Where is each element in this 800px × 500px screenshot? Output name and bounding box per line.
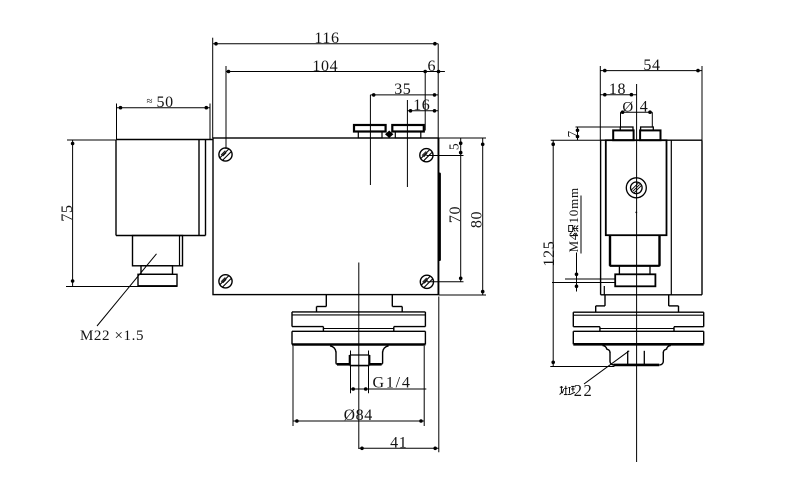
svg-text:4: 4 <box>640 98 648 115</box>
svg-text:41: 41 <box>390 435 407 452</box>
svg-text:18: 18 <box>609 81 626 98</box>
svg-text:22: 22 <box>574 381 594 400</box>
svg-text:70: 70 <box>447 206 464 223</box>
svg-text:104: 104 <box>312 58 338 75</box>
svg-text:Ø84: Ø84 <box>344 407 373 424</box>
svg-text:35: 35 <box>394 81 411 98</box>
svg-text:7: 7 <box>565 130 580 137</box>
svg-text:80: 80 <box>469 211 486 228</box>
svg-text:116: 116 <box>314 30 339 47</box>
svg-text:16: 16 <box>413 97 430 114</box>
svg-text:≈: ≈ <box>146 96 152 108</box>
svg-text:10mm: 10mm <box>566 187 581 223</box>
svg-text:M22 ×1.5: M22 ×1.5 <box>80 328 144 344</box>
svg-text:54: 54 <box>643 57 660 74</box>
svg-text:M4: M4 <box>566 233 581 253</box>
svg-text:125: 125 <box>541 241 558 267</box>
svg-text:75: 75 <box>59 204 76 221</box>
svg-text:Ø: Ø <box>622 100 633 116</box>
svg-text:50: 50 <box>157 94 174 111</box>
svg-text:5: 5 <box>447 143 462 150</box>
svg-text:G1/4: G1/4 <box>373 375 412 392</box>
svg-text:6: 6 <box>427 58 436 75</box>
